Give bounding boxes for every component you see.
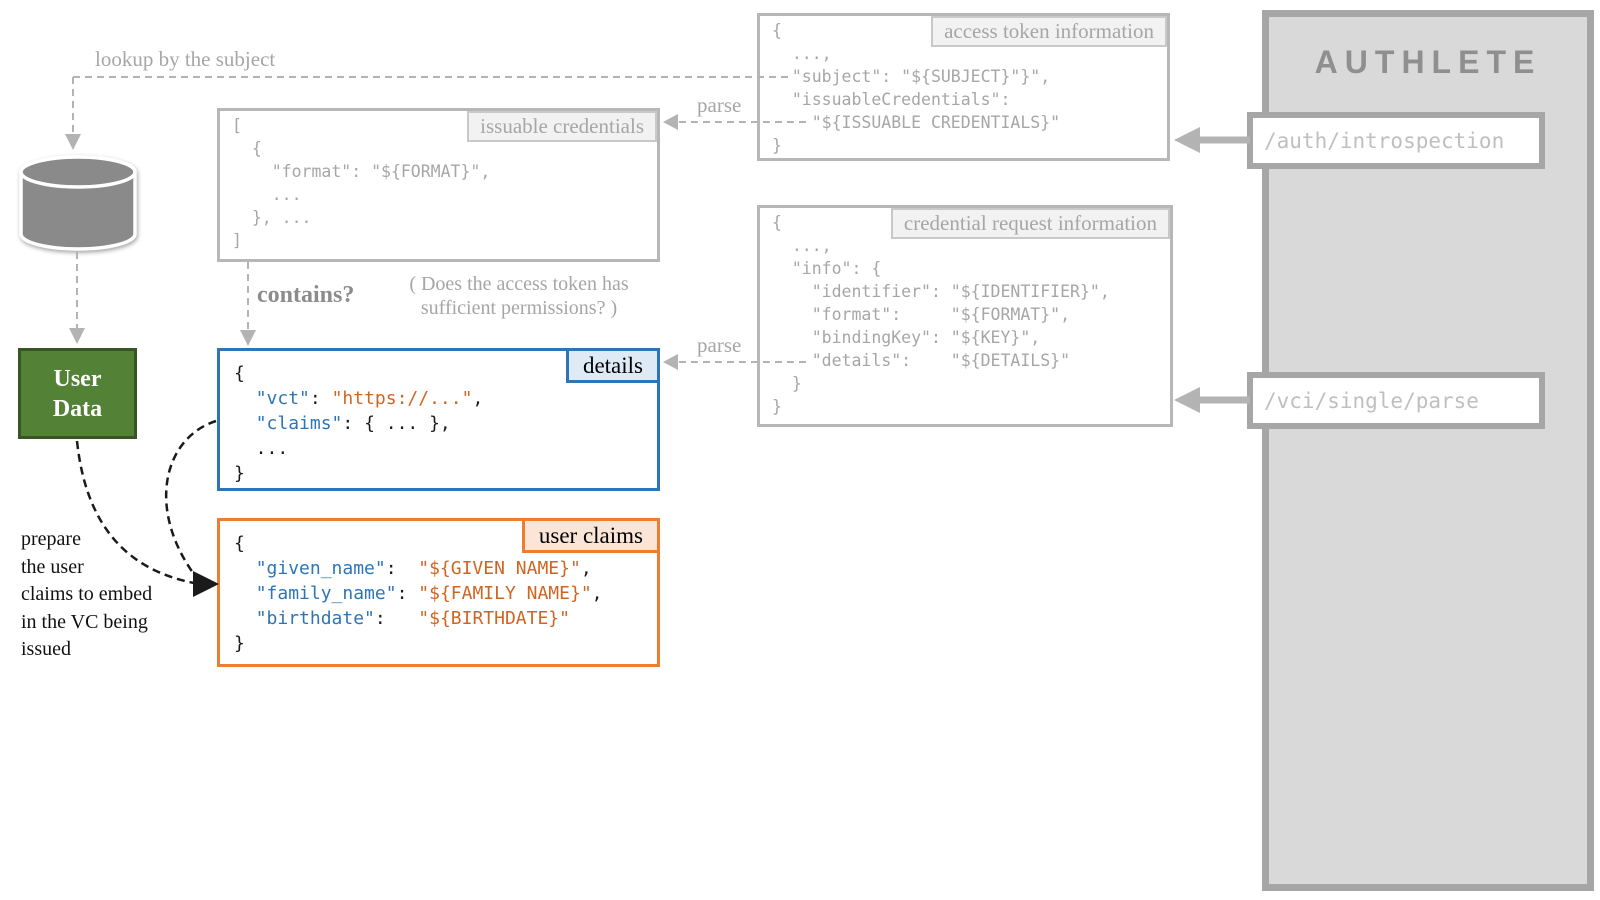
arrowhead-to-user-data [69,328,85,344]
parse-label-top: parse [697,93,742,117]
prepare-claims-note: prepare the user claims to embed in the … [21,528,153,660]
user-claims-json: { "given_name": "${GIVEN NAME}", "family… [234,533,603,654]
contains-label: contains? [257,282,355,308]
authlete-logo: AUTHLETE [1314,44,1542,80]
details-json: { "vct": "https://...", "claims": { ... … [234,363,484,484]
user-data-label-line2: Data [52,395,103,422]
arrowhead-parse-top [663,114,678,130]
issuable-credentials-box: [ { "format": "${FORMAT}", ... }, ... ] … [217,108,660,262]
user-data-node: User Data [18,348,137,439]
access-token-json: { ..., "subject": "${SUBJECT}"}", "issua… [772,21,1061,155]
user-claims-box: { "given_name": "${GIVEN NAME}", "family… [217,518,660,667]
vci-parse-arrow [1174,387,1250,413]
credential-request-json: { ..., "info": { "identifier": "${IDENTI… [772,213,1110,416]
issuable-credentials-label: issuable credentials [467,111,657,142]
arrowhead-parse-bottom [663,354,678,370]
user-db-icon [19,155,137,251]
access-token-information-label: access token information [931,16,1167,47]
details-label: details [565,348,660,383]
arrowhead-to-details-box [240,330,256,346]
user-data-label-line1: User [53,365,102,392]
access-token-information-box: { ..., "subject": "${SUBJECT}"}", "issua… [757,13,1170,161]
contains-note: ( Does the access token has sufficient p… [409,273,629,319]
endpoint-vci-single-parse: /vci/single/parse [1247,372,1545,429]
introspection-arrow [1174,127,1250,153]
arrowhead-to-user-db [65,134,81,150]
details-box: { "vct": "https://...", "claims": { ... … [217,348,660,491]
lookup-by-subject-label: lookup by the subject [95,47,276,71]
user-claims-label: user claims [521,518,660,553]
endpoint-auth-introspection: /auth/introspection [1247,112,1545,169]
parse-label-bottom: parse [697,333,742,357]
credential-request-information-label: credential request information [890,208,1170,239]
issuable-credentials-json: [ { "format": "${FORMAT}", ... }, ... ] [232,116,491,250]
credential-request-information-box: { ..., "info": { "identifier": "${IDENTI… [757,205,1173,427]
